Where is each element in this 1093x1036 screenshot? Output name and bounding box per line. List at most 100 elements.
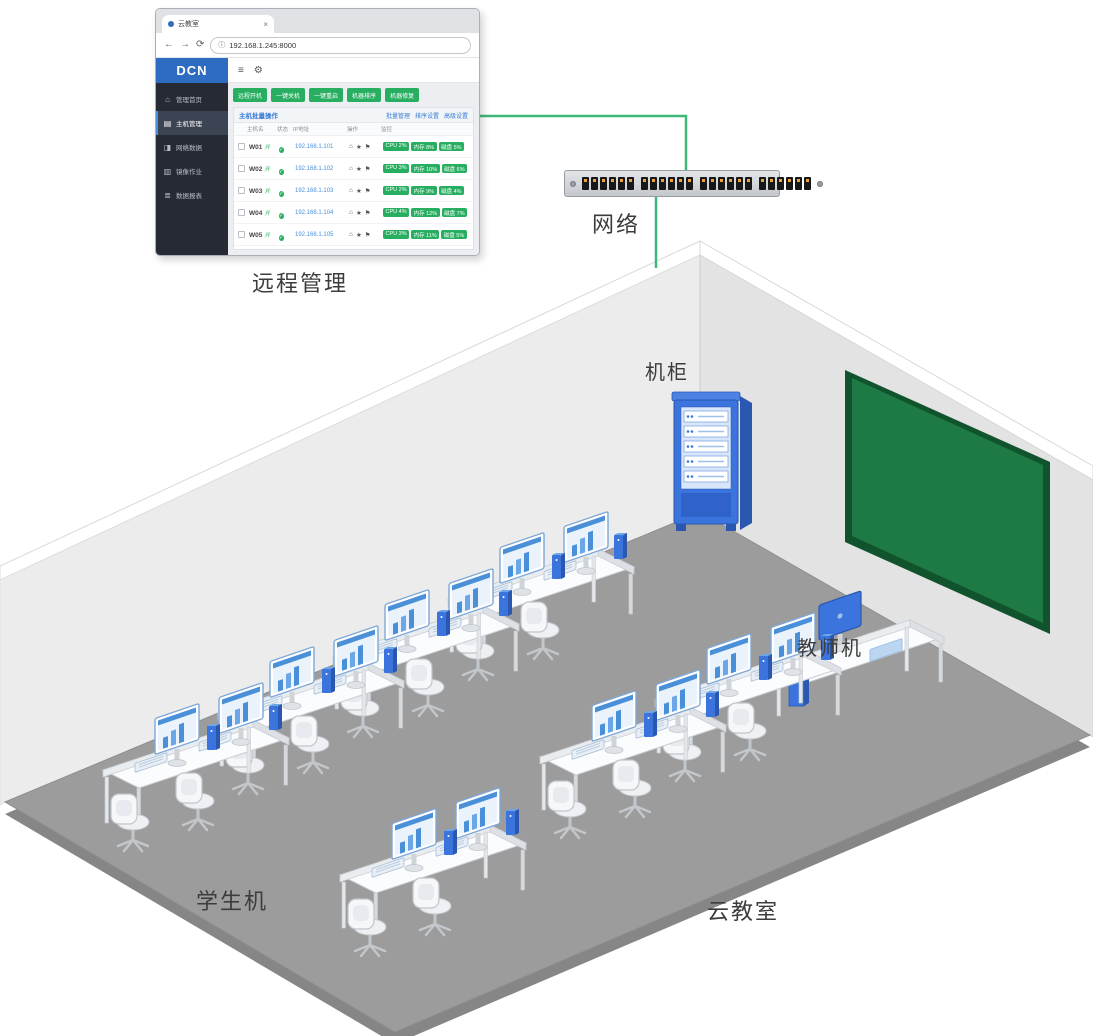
ethernet-port [627,177,634,190]
home-icon[interactable]: ⌂ [349,186,353,194]
sidebar-item-label: 镜像作业 [176,169,202,176]
label-cloud-classroom: 云教室 [707,899,780,924]
menu-icon[interactable]: ≡ [238,64,244,76]
label-remote-management: 远程管理 [252,271,349,296]
app-body: ⌂ 管理首页 ▤ 主机管理 ◨ 网络数据 ▥ 镜像作业 [156,83,479,255]
status-ok-icon: ✓ [279,212,284,219]
sidebar-item-network[interactable]: ◨ 网络数据 [156,135,228,159]
label-teacher-machine: 教师机 [797,638,863,660]
sidebar-item-label: 数据报表 [176,193,202,200]
status-ok-icon: ✓ [279,168,284,175]
home-icon[interactable]: ⌂ [349,208,353,216]
ethernet-port [677,177,684,190]
star-icon[interactable]: ★ [355,165,362,173]
power-on-tag: 开 [264,188,270,195]
sidebar-item-images[interactable]: ▥ 镜像作业 [156,159,228,183]
ethernet-port [777,177,784,190]
col-status: 状态 [277,127,289,133]
power-on-tag: 开 [264,144,270,151]
app-header: DCN ≡ ⚙ [156,58,479,83]
remote-poweron-button[interactable]: 远程开机 [233,88,268,102]
home-icon[interactable]: ⌂ [349,230,353,238]
tab-close-icon[interactable]: × [263,19,268,29]
ethernet-port [795,177,802,190]
refresh-icon[interactable]: ⟳ [196,39,205,50]
tab-title: 云教室 [178,21,199,28]
sort-button[interactable]: 机器排序 [347,88,382,102]
sort-settings-link[interactable]: 排序设置 [414,113,439,120]
action-button-row: 远程开机 一键关机 一键重启 机器排序 机器修复 [233,88,474,102]
home-icon[interactable]: ⌂ [349,142,353,150]
switch-ports [582,177,811,190]
shutdown-button[interactable]: 一键关机 [271,88,306,102]
row-checkbox[interactable] [238,165,245,172]
row-checkbox[interactable] [238,187,245,194]
home-icon[interactable]: ⌂ [349,164,353,172]
back-icon[interactable]: ← [164,39,174,50]
disk-badge: 磁盘 5% [438,142,465,151]
memory-badge: 内存 8% [411,142,437,151]
disk-badge: 磁盘 4% [438,186,465,195]
label-student-machine: 学生机 [196,889,269,914]
sidebar-item-hosts[interactable]: ▤ 主机管理 [156,111,228,135]
host-name: W02 [249,165,263,173]
reboot-button[interactable]: 一键重启 [309,88,344,102]
ethernet-port [659,177,666,190]
report-icon: ≣ [164,190,171,200]
network-switch [564,170,823,197]
row-checkbox[interactable] [238,143,245,150]
ethernet-port [700,177,707,190]
star-icon[interactable]: ★ [355,187,362,195]
cable-browser-to-switch [480,114,688,171]
browser-tab[interactable]: 云教室 × [162,15,274,33]
app-logo: DCN [156,58,228,83]
disk-badge: 磁盘 6% [441,164,468,173]
star-icon[interactable]: ★ [355,143,362,151]
ethernet-port [641,177,648,190]
star-icon[interactable]: ★ [355,231,362,239]
row-checkbox[interactable] [238,209,245,216]
advanced-settings-link[interactable]: 高级设置 [443,113,468,120]
ethernet-port [786,177,793,190]
col-ip: IP地址 [293,127,310,133]
sidebar-item-label: 网络数据 [176,145,202,152]
memory-badge: 内存 11% [411,230,440,239]
flag-icon[interactable]: ⚑ [364,209,371,217]
forward-icon[interactable]: → [180,39,190,50]
screw-icon [570,180,576,187]
host-ip: 192.168.1.102 [295,165,334,172]
row-checkbox[interactable] [238,231,245,238]
sidebar-item-dashboard[interactable]: ⌂ 管理首页 [156,87,228,111]
ethernet-port [591,177,598,190]
rack-servers [683,410,729,483]
teacher-tablet [869,638,903,662]
gear-icon[interactable]: ⚙ [253,64,263,76]
flag-icon[interactable]: ⚑ [364,187,371,195]
ethernet-port [768,177,775,190]
flag-icon[interactable]: ⚑ [364,165,371,173]
host-list-icon: ▤ [163,118,172,128]
sidebar-item-reports[interactable]: ≣ 数据报表 [156,183,228,207]
batch-manage-link[interactable]: 批量管理 [385,113,410,120]
url-bar[interactable]: ⓘ 192.168.1.245:8000 [210,36,471,54]
ethernet-port [600,177,607,190]
ethernet-port [709,177,716,190]
network-cables [480,114,688,268]
repair-button[interactable]: 机器修复 [385,88,420,102]
ethernet-port [686,177,693,190]
blackboard [845,370,1050,634]
memory-badge: 内存 12% [411,208,440,217]
image-job-icon: ▥ [163,166,172,176]
flag-icon[interactable]: ⚑ [364,143,371,151]
app-main: 远程开机 一键关机 一键重启 机器排序 机器修复 主机批量操作 批量管理 排序设… [228,83,479,255]
disk-badge: 磁盘 7% [441,208,468,217]
star-icon[interactable]: ★ [355,209,362,217]
flag-icon[interactable]: ⚑ [364,231,371,239]
ethernet-port [745,177,752,190]
cpu-badge: CPU 3% [383,164,410,173]
